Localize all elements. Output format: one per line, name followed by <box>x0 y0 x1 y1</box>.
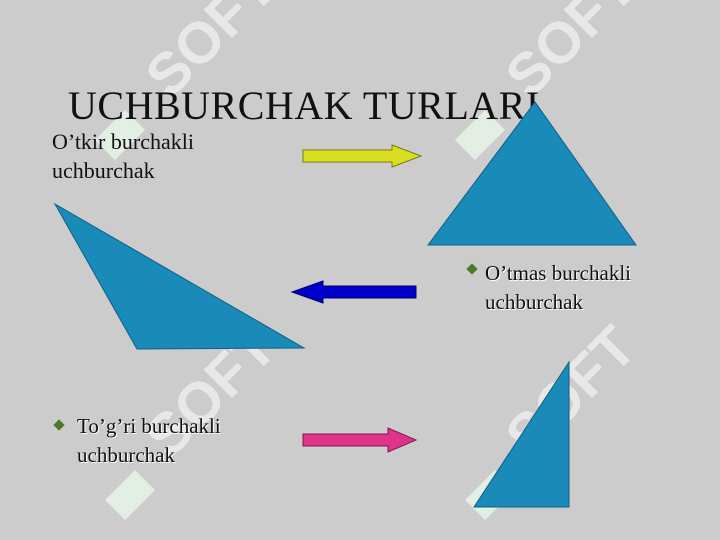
obtuse-label-line2: uchburchak <box>485 290 583 314</box>
obtuse-triangle-label: O’tmas burchakli uchburchak <box>485 259 631 317</box>
watermark-logo-mark <box>105 470 155 520</box>
right-triangle <box>473 360 570 508</box>
acute-triangle <box>427 101 637 246</box>
watermark-logo-mark <box>455 110 505 160</box>
watermark-logo-mark <box>95 110 145 160</box>
obtuse-label-line1: O’tmas burchakli <box>485 261 631 285</box>
arrow-right-icon <box>302 427 418 453</box>
acute-label-line1: O’tkir burchakli <box>52 129 194 154</box>
obtuse-triangle <box>53 202 306 350</box>
acute-triangle-label: O’tkir burchakli uchburchak <box>52 127 194 185</box>
right-triangle-label: To’g’ri burchakli uchburchak <box>77 412 221 470</box>
arrow-right-icon <box>302 144 423 168</box>
right-label-line2: uchburchak <box>77 443 175 467</box>
acute-label-line2: uchburchak <box>52 158 155 183</box>
arrow-left-icon <box>290 280 417 304</box>
right-label-line1: To’g’ri burchakli <box>77 414 221 438</box>
slide-title: UCHBURCHAK TURLARI <box>68 83 540 128</box>
